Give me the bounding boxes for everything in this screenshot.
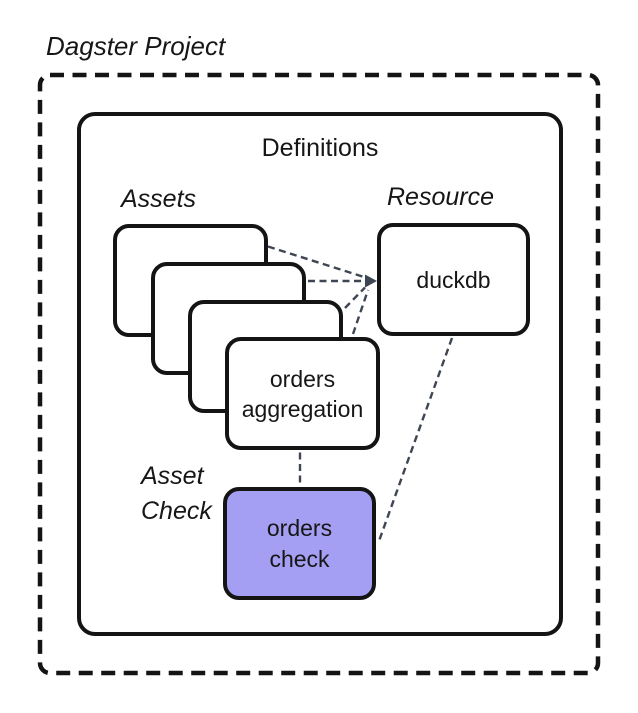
diagram-title: Dagster Project [46,31,226,61]
orders-aggregation-line1: orders [269,365,336,392]
orders-check-line2: check [269,545,330,572]
assets-label: Assets [121,185,197,213]
duckdb-label: duckdb [416,266,491,293]
orders-check-node: orders check [223,487,376,600]
orders-check-line1: orders [266,514,333,541]
resource-label: Resource [387,183,494,211]
asset-check-label-line2: Check [141,497,212,525]
asset-card-orders-aggregation: orders aggregation [225,337,380,450]
asset-check-label: Asset Check [141,459,212,529]
asset-check-label-line1: Asset [141,462,204,490]
duckdb-resource-node: duckdb [377,223,530,336]
definitions-label: Definitions [261,134,379,162]
orders-aggregation-line2: aggregation [241,395,364,422]
